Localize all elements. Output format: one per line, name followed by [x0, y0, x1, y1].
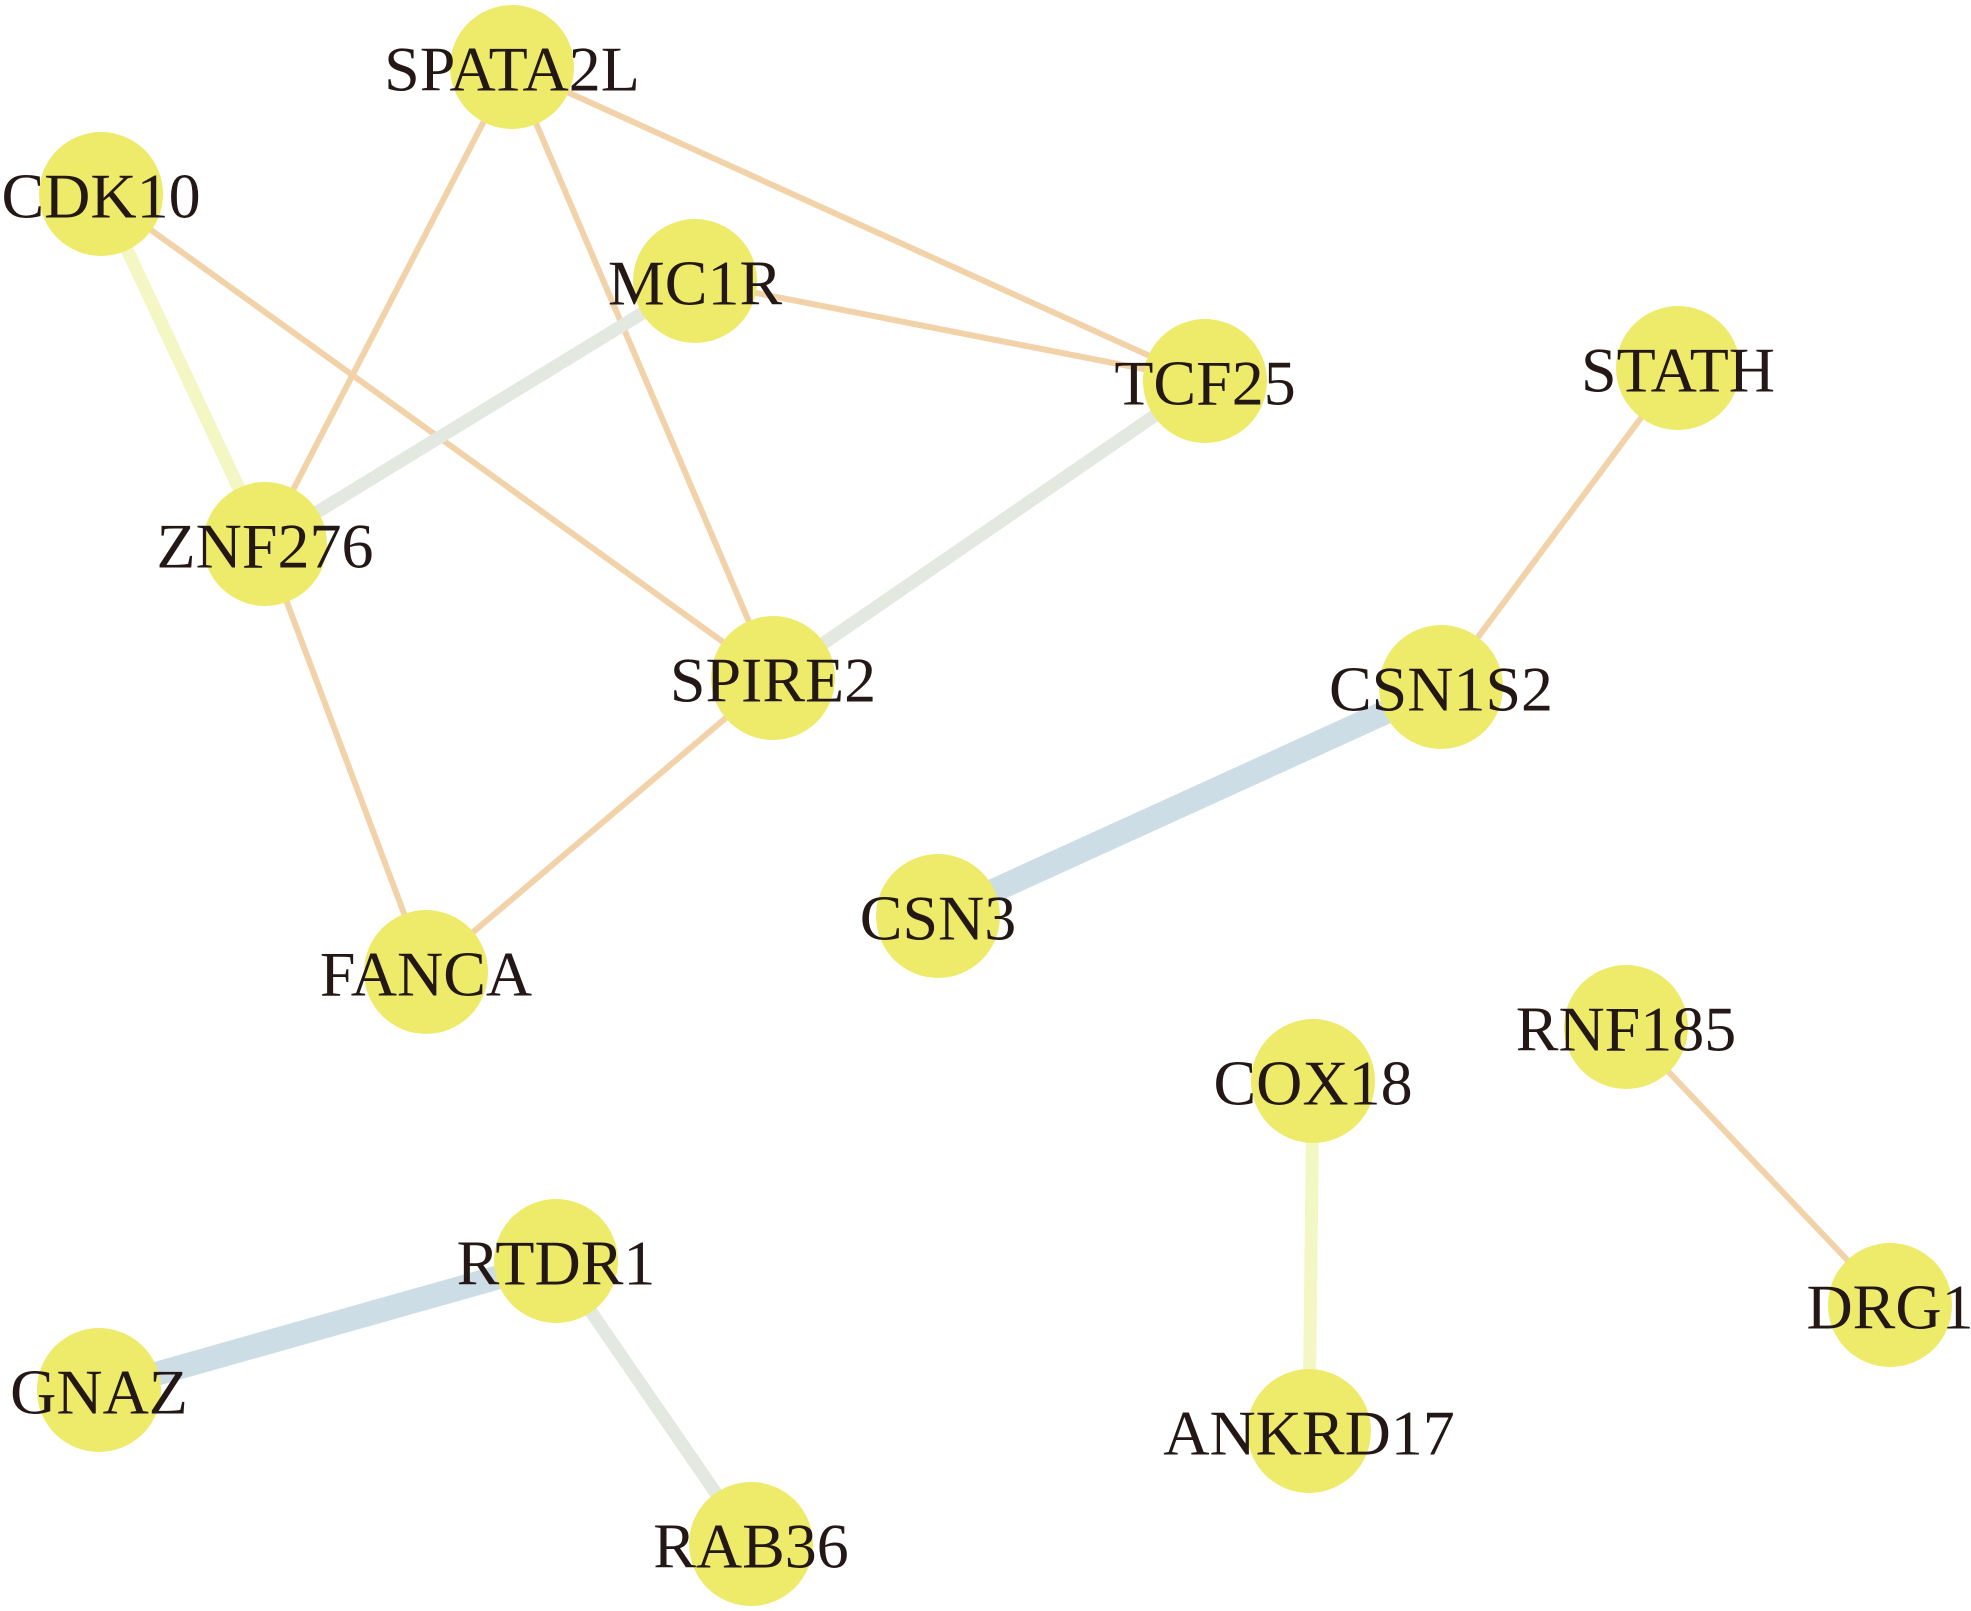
- node-label: RNF185: [1516, 994, 1737, 1065]
- node-label: CSN3: [860, 883, 1017, 954]
- node-spata2l: SPATA2L: [384, 5, 640, 129]
- node-label: MC1R: [608, 248, 783, 319]
- node-circle: [1143, 319, 1267, 443]
- node-fanca: FANCA: [320, 910, 532, 1034]
- node-circle: [364, 910, 488, 1034]
- node-circle: [1251, 1019, 1375, 1143]
- edge-spire2-fanca: [424, 675, 775, 975]
- edge-spata2l-znf276: [262, 65, 515, 546]
- node-label: SPATA2L: [384, 34, 640, 105]
- node-circle: [39, 132, 163, 256]
- node-label: SPIRE2: [670, 645, 876, 716]
- node-drg1: DRG1: [1806, 1243, 1971, 1367]
- edges-layer: [95, 64, 1893, 1548]
- node-circle: [450, 5, 574, 129]
- node-label: COX18: [1213, 1048, 1412, 1119]
- node-circle: [633, 219, 757, 343]
- node-mc1r: MC1R: [608, 219, 783, 343]
- node-label: GNAZ: [10, 1357, 188, 1428]
- edge-stath-csn1s2: [1438, 366, 1681, 689]
- node-label: TCF25: [1114, 348, 1295, 419]
- node-label: STATH: [1581, 335, 1775, 406]
- node-circle: [689, 1482, 813, 1606]
- node-spire2: SPIRE2: [670, 616, 876, 740]
- edge-mc1r-znf276: [261, 275, 699, 550]
- node-label: RAB36: [653, 1511, 849, 1582]
- node-label: ANKRD17: [1163, 1398, 1455, 1469]
- node-circle: [203, 482, 327, 606]
- edge-cdk10-znf276: [95, 191, 271, 547]
- node-rab36: RAB36: [653, 1482, 849, 1606]
- node-label: CDK10: [1, 161, 200, 232]
- node-circle: [876, 854, 1000, 978]
- edge-mc1r-tcf25: [694, 278, 1206, 384]
- node-znf276: ZNF276: [157, 482, 374, 606]
- node-circle: [1616, 306, 1740, 430]
- node-cox18: COX18: [1213, 1019, 1413, 1143]
- edge-znf276-fanca: [262, 542, 429, 974]
- edge-spata2l-spire2: [509, 65, 776, 680]
- node-circle: [37, 1328, 161, 1452]
- node-circle: [1564, 965, 1688, 1089]
- node-label: DRG1: [1806, 1272, 1971, 1343]
- edge-tcf25-spire2: [769, 375, 1209, 684]
- node-circle: [711, 616, 835, 740]
- node-circle: [1828, 1243, 1952, 1367]
- node-circle: [494, 1199, 618, 1323]
- edge-spata2l-tcf25: [510, 64, 1207, 384]
- node-csn3: CSN3: [860, 854, 1017, 978]
- node-csn1s2: CSN1S2: [1329, 625, 1553, 749]
- edge-csn1s2-csn3: [933, 676, 1446, 927]
- node-circle: [1247, 1369, 1371, 1493]
- node-cdk10: CDK10: [1, 132, 201, 256]
- node-stath: STATH: [1581, 306, 1775, 430]
- node-rnf185: RNF185: [1516, 965, 1737, 1089]
- node-circle: [1379, 625, 1503, 749]
- node-tcf25: TCF25: [1114, 319, 1296, 443]
- node-ankrd17: ANKRD17: [1163, 1369, 1455, 1493]
- node-gnaz: GNAZ: [10, 1328, 188, 1452]
- node-label: FANCA: [320, 939, 532, 1010]
- edge-rnf185-drg1: [1623, 1024, 1893, 1308]
- node-label: RTDR1: [457, 1228, 656, 1299]
- node-rtdr1: RTDR1: [457, 1199, 656, 1323]
- edge-rtdr1-gnaz: [95, 1249, 560, 1402]
- node-label: ZNF276: [157, 511, 374, 582]
- node-label: CSN1S2: [1329, 654, 1553, 725]
